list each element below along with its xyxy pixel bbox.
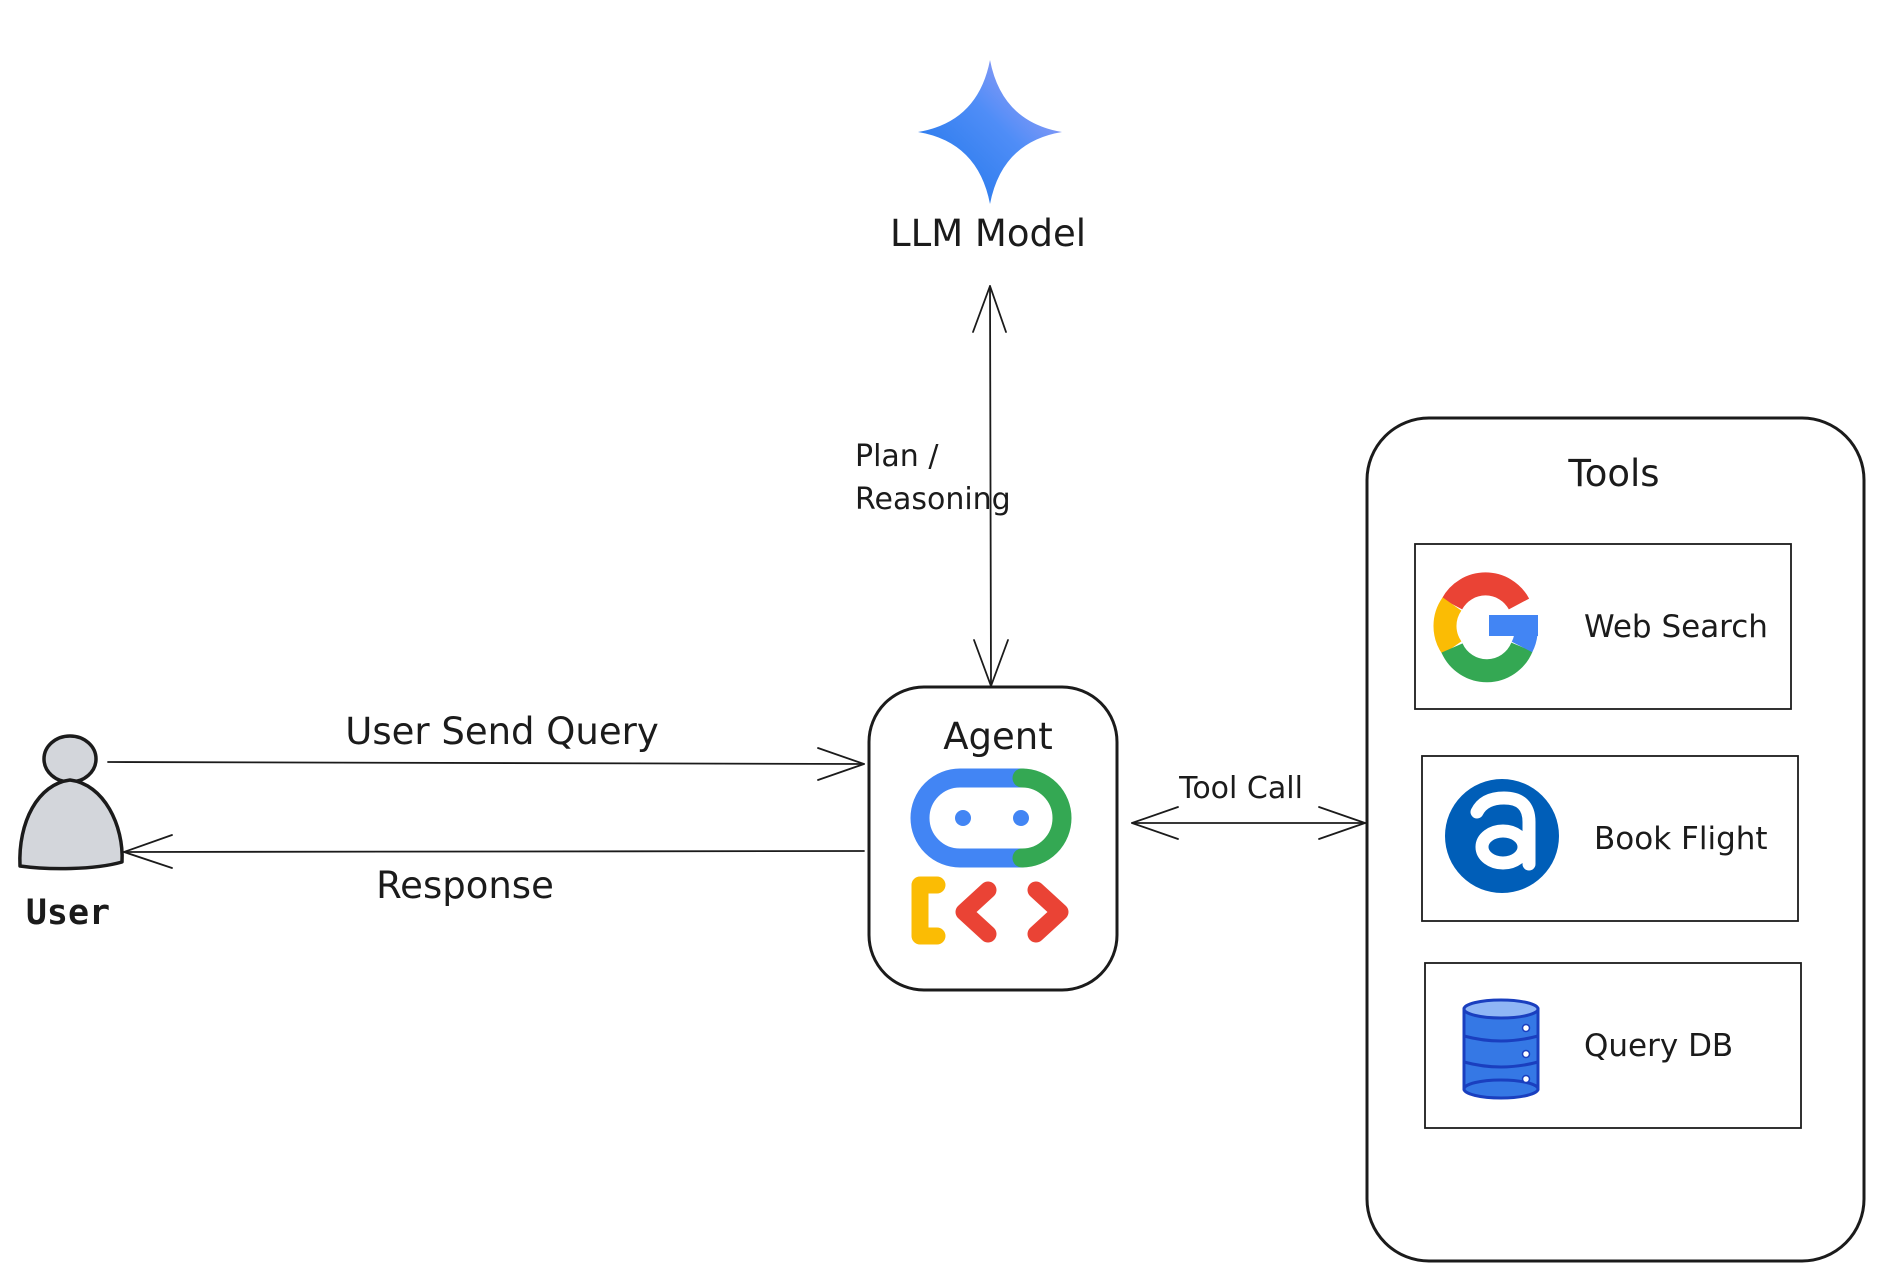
google-g-icon (1433, 572, 1538, 683)
tool-web-search[interactable]: Web Search (1414, 543, 1792, 710)
plan-reasoning-label-line2: Reasoning (855, 482, 1011, 517)
tools-title: Tools (1567, 452, 1659, 495)
agent-node[interactable]: Agent (867, 685, 1119, 992)
tool-book-flight[interactable]: Book Flight (1421, 755, 1799, 922)
web-search-label: Web Search (1584, 609, 1768, 645)
user-send-query-label: User Send Query (345, 710, 659, 753)
response-label: Response (376, 864, 554, 907)
gemini-sparkle-icon (918, 60, 1062, 204)
user-send-query-arrow (107, 747, 865, 781)
tool-call-arrow (1131, 806, 1366, 840)
response-arrow (123, 834, 865, 869)
tool-call-label: Tool Call (1178, 771, 1303, 806)
database-icon (1462, 998, 1540, 1100)
plan-reasoning-label-line1: Plan / (855, 439, 939, 474)
book-flight-label: Book Flight (1594, 821, 1768, 857)
user-label: User (26, 893, 110, 933)
agent-robot-code-icon (910, 768, 1072, 945)
amadeus-a-icon (1445, 779, 1559, 893)
agent-label: Agent (943, 715, 1053, 758)
llm-model-label: LLM Model (890, 212, 1086, 255)
llm-model-node[interactable]: LLM Model (890, 60, 1086, 255)
person-icon (18, 734, 124, 871)
query-db-label: Query DB (1584, 1028, 1733, 1064)
tools-panel: Tools Web Search Book Flight (1365, 416, 1866, 1263)
user-node[interactable]: User (18, 734, 124, 933)
tool-query-db[interactable]: Query DB (1424, 962, 1802, 1129)
